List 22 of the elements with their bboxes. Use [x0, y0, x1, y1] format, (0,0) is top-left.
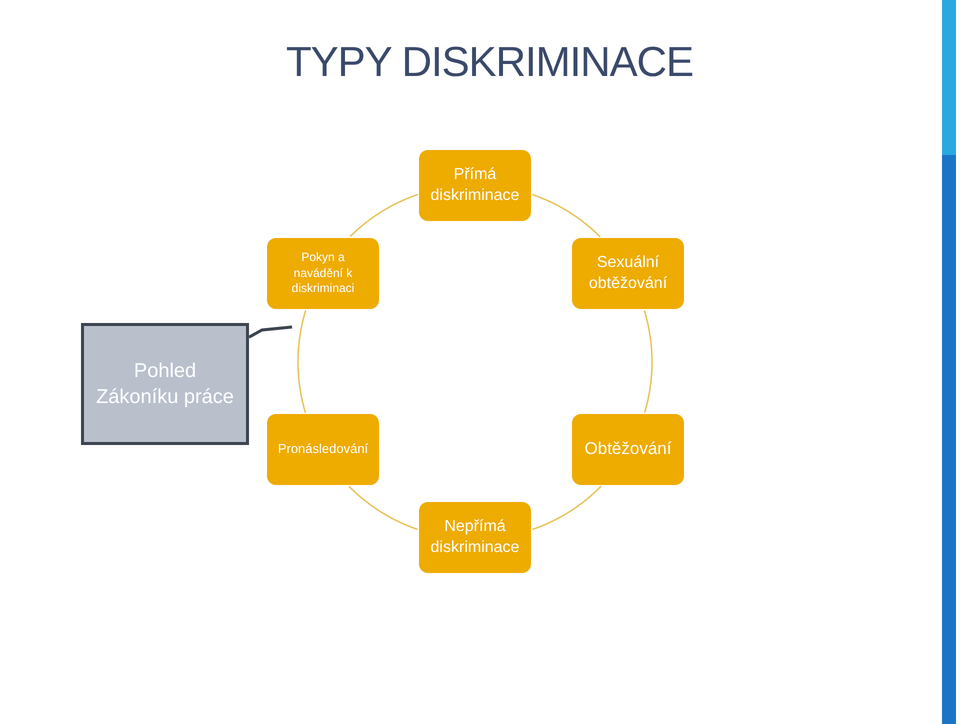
process-box	[419, 502, 531, 573]
process-box	[419, 150, 531, 221]
box-label: Pronásledování	[278, 441, 368, 458]
box-label: Pokyn a navádění k diskriminaci	[290, 250, 356, 297]
callout-box	[81, 323, 249, 445]
connector-arc	[350, 194, 418, 238]
connector-arc	[348, 486, 418, 530]
process-box	[267, 238, 379, 309]
box-label: Obtěžování	[584, 438, 672, 460]
connector-arc	[532, 194, 601, 238]
process-box	[572, 238, 684, 309]
box-label: Nepřímá diskriminace	[430, 516, 520, 558]
process-box	[572, 414, 684, 485]
box-label: Sexuální obtěžování	[588, 252, 668, 294]
box-label: Pohled Zákoníku práce	[95, 359, 235, 410]
connector-arc	[644, 310, 653, 413]
process-box	[267, 414, 379, 485]
connector-arc	[297, 310, 306, 414]
box-label: Přímá diskriminace	[430, 164, 520, 206]
leader-line	[248, 326, 292, 339]
connector-arc	[532, 486, 602, 530]
title: TYPY DISKRIMINACE	[286, 38, 693, 86]
